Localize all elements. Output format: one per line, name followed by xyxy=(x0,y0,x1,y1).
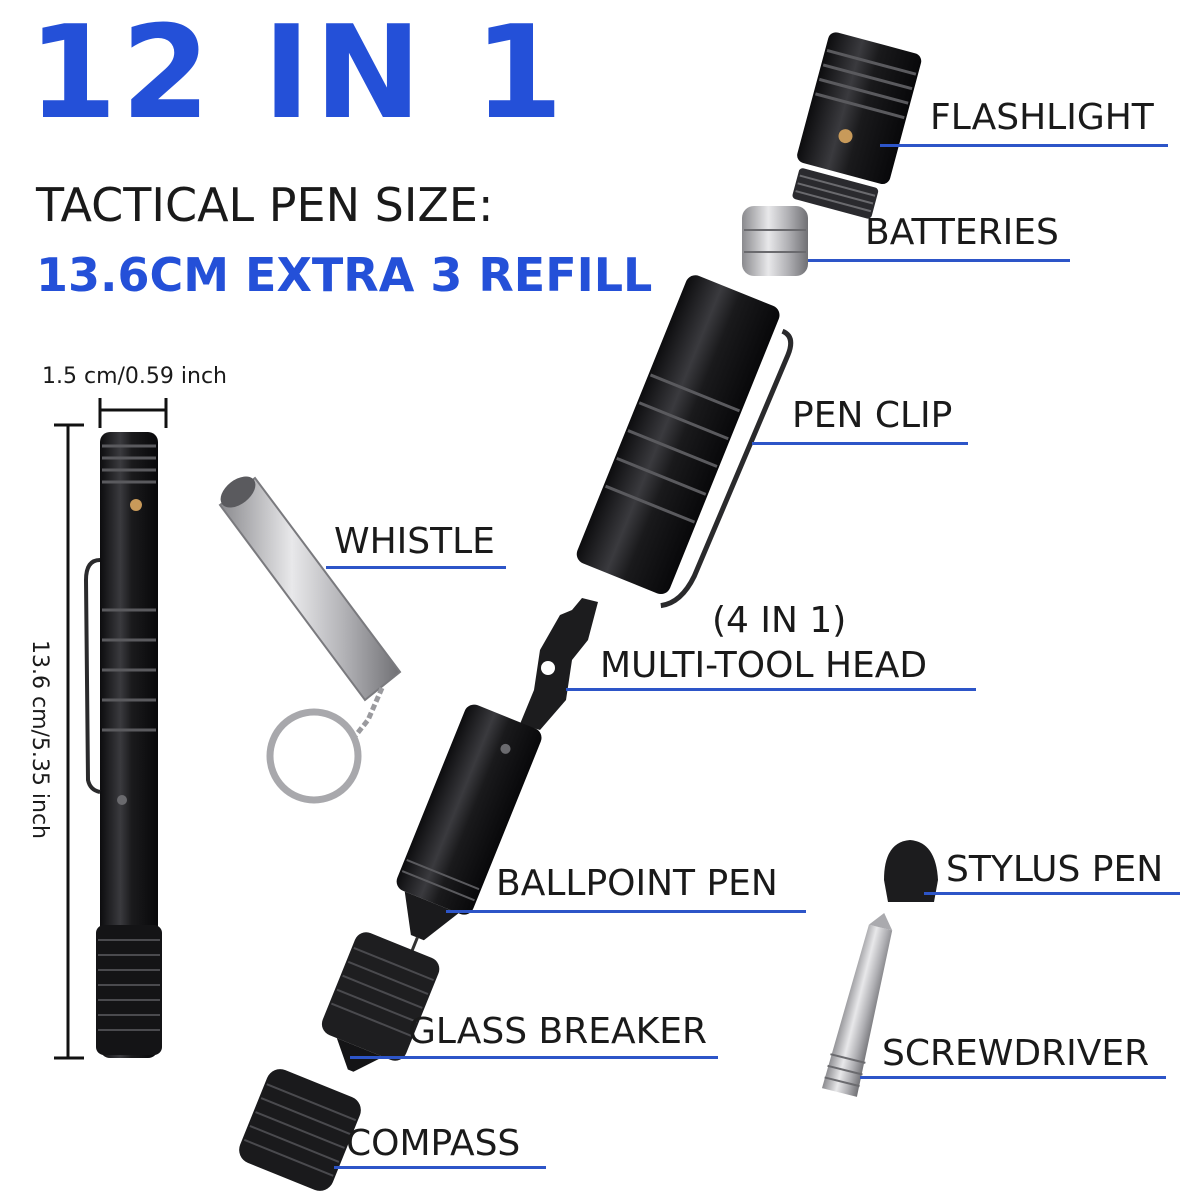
pen-barrel-icon xyxy=(576,275,794,609)
underline-glass-breaker xyxy=(350,1056,718,1059)
whistle-keychain-icon xyxy=(218,476,402,804)
screwdriver-bit-icon xyxy=(821,912,893,1097)
underline-batteries xyxy=(808,259,1070,262)
battery-icon xyxy=(742,206,808,276)
refill-subheading: 13.6CM EXTRA 3 REFILL xyxy=(36,248,653,302)
label-flashlight: FLASHLIGHT xyxy=(930,97,1154,138)
underline-whistle xyxy=(326,566,506,569)
underline-compass xyxy=(334,1166,546,1169)
size-heading: TACTICAL PEN SIZE: xyxy=(36,178,494,232)
underline-screwdriver xyxy=(860,1076,1166,1079)
compass-icon xyxy=(239,1069,361,1191)
underline-pen-clip xyxy=(752,442,968,445)
multi-tool-head-icon xyxy=(520,598,598,730)
length-dimension-label: 13.6 cm/5.35 inch xyxy=(27,640,52,839)
underline-ballpoint-pen xyxy=(446,910,806,913)
label-batteries: BATTERIES xyxy=(865,212,1059,253)
headline: 12 IN 1 xyxy=(28,0,568,148)
underline-flashlight xyxy=(880,144,1168,147)
glass-breaker-icon xyxy=(321,932,440,1072)
label-multi-tool-count: (4 IN 1) xyxy=(712,600,847,641)
width-dimension-label: 1.5 cm/0.59 inch xyxy=(42,364,227,389)
label-whistle: WHISTLE xyxy=(334,521,495,562)
width-dimension-marker xyxy=(98,398,168,428)
length-dimension-marker xyxy=(54,423,84,1060)
ballpoint-pen-icon xyxy=(396,704,542,957)
label-glass-breaker: GLASS BREAKER xyxy=(408,1011,708,1052)
label-pen-clip: PEN CLIP xyxy=(792,395,953,436)
label-stylus-pen: STYLUS PEN xyxy=(946,849,1164,890)
underline-stylus-pen xyxy=(924,892,1180,895)
underline-multi-tool-head xyxy=(566,688,976,691)
flashlight-head-icon xyxy=(792,32,922,219)
stylus-tip-icon xyxy=(884,840,938,902)
label-multi-tool-head: MULTI-TOOL HEAD xyxy=(600,645,928,686)
tactical-pen-icon xyxy=(83,432,162,1058)
label-screwdriver: SCREWDRIVER xyxy=(882,1033,1150,1074)
label-compass: COMPASS xyxy=(346,1123,521,1164)
label-ballpoint-pen: BALLPOINT PEN xyxy=(496,863,778,904)
